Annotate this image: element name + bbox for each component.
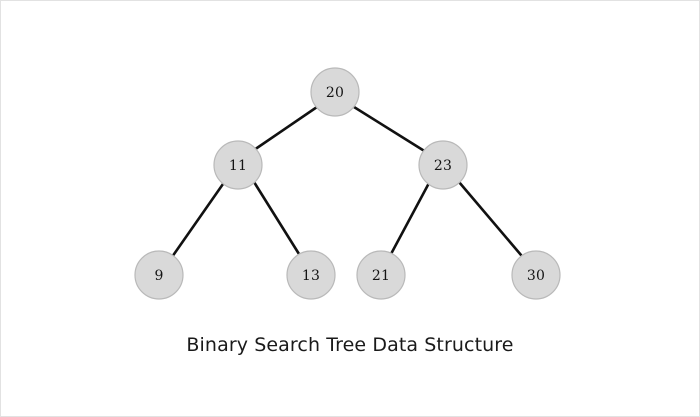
tree-edge-23-to-21: [389, 181, 431, 256]
tree-node-circle-13[interactable]: [286, 250, 336, 300]
tree-edge-20-to-11: [252, 105, 319, 152]
tree-edges-group: [170, 105, 523, 259]
tree-node-23[interactable]: 23: [418, 140, 468, 190]
tree-node-label-11: 11: [229, 158, 247, 174]
tree-node-circle-23[interactable]: [418, 140, 468, 190]
tree-node-13[interactable]: 13: [286, 250, 336, 300]
tree-edge-20-to-23: [352, 105, 428, 154]
tree-node-9[interactable]: 9: [134, 250, 184, 300]
tree-node-circle-9[interactable]: [134, 250, 184, 300]
tree-node-20[interactable]: 20: [310, 67, 360, 117]
tree-edge-11-to-9: [170, 182, 225, 259]
tree-nodes-group: 20 11 23 9 13 21 30: [134, 67, 561, 300]
tree-node-label-23: 23: [434, 158, 452, 174]
tree-node-circle-11[interactable]: [213, 140, 263, 190]
tree-node-circle-21[interactable]: [356, 250, 406, 300]
tree-node-circle-30[interactable]: [511, 250, 561, 300]
tree-node-label-21: 21: [372, 268, 390, 284]
tree-node-label-13: 13: [302, 268, 320, 284]
tree-node-label-30: 30: [527, 268, 545, 284]
tree-node-circle-20[interactable]: [310, 67, 360, 117]
tree-edge-11-to-13: [252, 180, 301, 256]
tree-node-11[interactable]: 11: [213, 140, 263, 190]
tree-node-21[interactable]: 21: [356, 250, 406, 300]
tree-node-label-9: 9: [154, 268, 163, 284]
tree-node-30[interactable]: 30: [511, 250, 561, 300]
tree-node-label-20: 20: [326, 85, 344, 101]
figure-caption: Binary Search Tree Data Structure: [186, 334, 514, 356]
tree-edge-23-to-30: [457, 180, 523, 257]
